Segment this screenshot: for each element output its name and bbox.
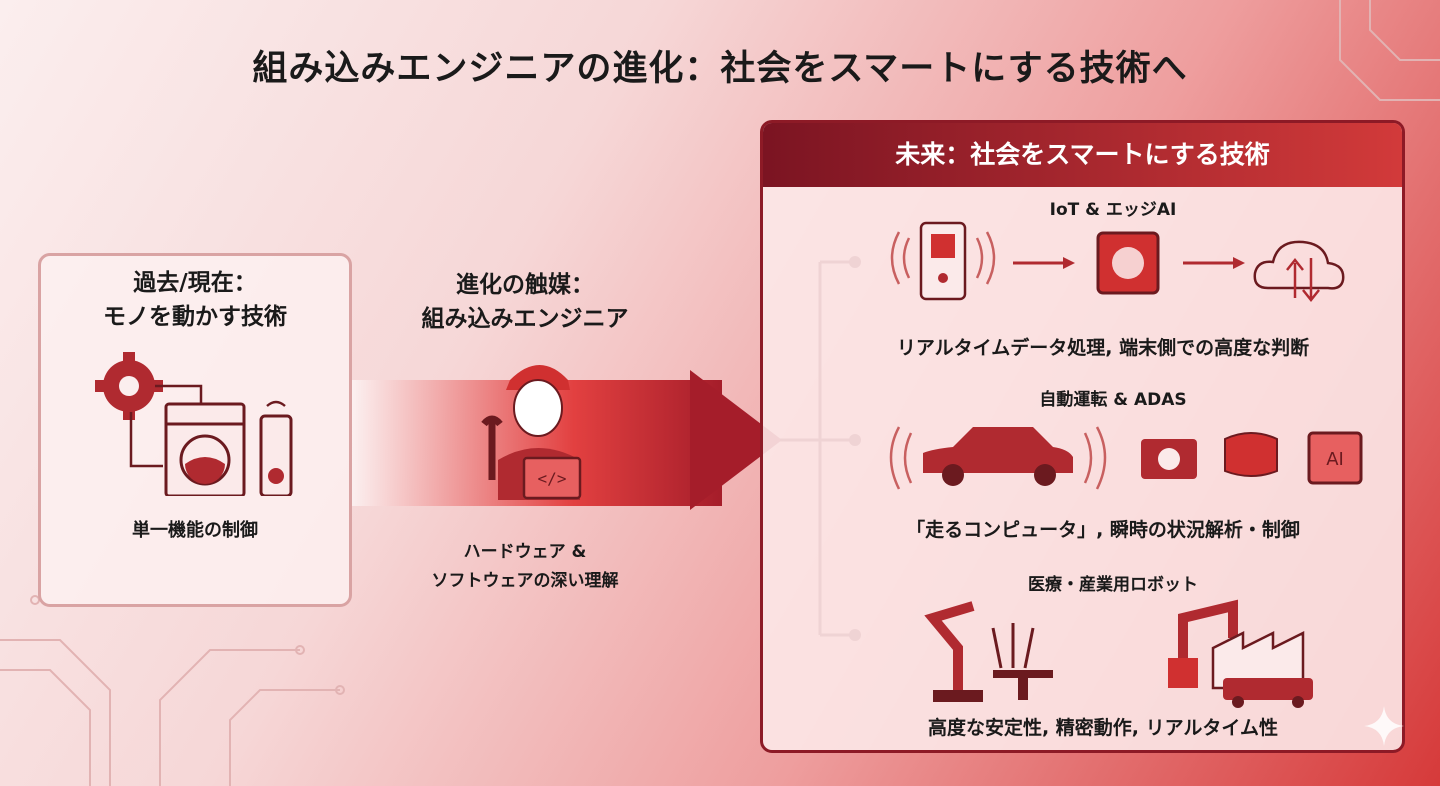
industrial-robot-icon	[1168, 599, 1313, 708]
catalyst-heading: 進化の触媒： 組み込みエンジニア	[420, 268, 630, 336]
ai-chip-brain-icon	[1096, 231, 1160, 295]
washing-machine-icon	[164, 402, 246, 496]
future-panel: 未来：社会をスマートにする技術 IoT & エッジAI リアルタイムデータ処理,…	[760, 120, 1405, 753]
evolution-arrow-head	[690, 370, 782, 510]
engineer-icon: </>	[481, 365, 582, 500]
ai-chip-label: AI	[1326, 449, 1344, 470]
wrench-icon	[481, 415, 503, 480]
robot-icons	[924, 599, 1313, 708]
sparkle-icon	[1364, 706, 1404, 746]
robot-caption: 高度な安定性, 精密動作, リアルタイム性	[927, 717, 1279, 739]
catalyst-heading-line2: 組み込みエンジニア	[421, 306, 629, 332]
adas-icons: AI	[889, 426, 1363, 490]
remote-control-icon	[259, 400, 293, 496]
car-icon	[889, 426, 1107, 490]
cloud-sync-icon	[1253, 240, 1345, 303]
medical-robot-icon	[924, 601, 1053, 702]
ai-chip-icon: AI	[1307, 431, 1363, 485]
laptop-code-icon	[522, 456, 582, 500]
catalyst-caption-line1: ハードウェア &	[463, 542, 587, 562]
past-section: 過去/現在： モノを動かす技術 単一機能の制御	[38, 253, 352, 607]
past-heading-line2: モノを動かす技術	[103, 304, 287, 330]
page-title: 組み込みエンジニアの進化：社会をスマートにする技術へ	[252, 49, 1188, 89]
catalyst-caption: ハードウェア & ソフトウェアの深い理解	[420, 537, 630, 591]
past-heading-line1: 過去/現在：	[133, 270, 257, 296]
catalyst-heading-line1: 進化の触媒：	[456, 272, 594, 298]
iot-caption: リアルタイムデータ処理, 端末側での高度な判断	[896, 337, 1310, 359]
gear-icon	[95, 352, 163, 420]
iot-icons	[890, 221, 1345, 303]
lidar-sensor-icon	[1224, 432, 1278, 477]
future-header: 未来：社会をスマートにする技術	[763, 123, 1402, 187]
smartphone-chip-icon	[890, 221, 996, 301]
adas-title: 自動運転 & ADAS	[1039, 390, 1187, 410]
camera-icon	[1141, 439, 1197, 479]
appliance-icons	[95, 352, 293, 496]
robot-title: 医療・産業用ロボット	[1028, 575, 1198, 595]
catalyst-caption-line2: ソフトウェアの深い理解	[431, 571, 619, 591]
past-caption: 単一機能の制御	[132, 520, 258, 541]
iot-title: IoT & エッジAI	[1049, 200, 1177, 220]
adas-caption: 「走るコンピュータ」, 瞬時の状況解析・制御	[906, 519, 1300, 541]
svg-text:</>: </>	[538, 469, 567, 488]
